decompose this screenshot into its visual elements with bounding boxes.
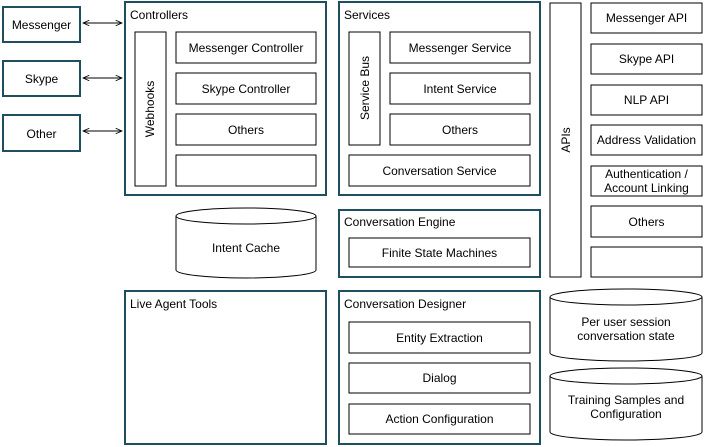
nlp-api: NLP API [624, 93, 669, 107]
intent-cache-cylinder: Intent Cache [175, 207, 317, 279]
conversation-designer-group: Conversation Designer Entity Extraction … [338, 290, 541, 445]
controllers-others: Others [228, 123, 264, 137]
text-line: Configuration [590, 407, 661, 421]
messenger-api: Messenger API [606, 11, 687, 25]
text-line: Account Linking [604, 181, 689, 195]
controllers-title: Controllers [130, 8, 188, 22]
webhooks-label: Webhooks [143, 81, 157, 137]
controllers-empty-slot [175, 154, 317, 187]
conversation-service: Conversation Service [382, 164, 496, 178]
apis-others: Others [628, 215, 664, 229]
skype-api: Skype API [619, 52, 674, 66]
conversation-designer-title: Conversation Designer [344, 297, 466, 311]
authentication-account-linking: Authentication /Account Linking [604, 167, 689, 195]
messenger-service: Messenger Service [409, 41, 512, 55]
apis-group: APIs Messenger API Skype API NLP API Add… [549, 2, 703, 278]
live-agent-tools-title: Live Agent Tools [130, 297, 217, 311]
dialog: Dialog [422, 371, 456, 385]
intent-cache-label: Intent Cache [212, 241, 280, 255]
finite-state-machines: Finite State Machines [382, 246, 497, 260]
channel-other: Other [2, 114, 81, 152]
intent-service: Intent Service [423, 82, 497, 96]
services-others: Others [442, 123, 478, 137]
text-line: Training Samples and [568, 393, 684, 407]
apis-bar [549, 2, 582, 278]
action-configuration: Action Configuration [385, 412, 493, 426]
address-validation: Address Validation [597, 133, 696, 147]
channel-other-label: Other [26, 127, 56, 141]
service-bus-bar [348, 31, 381, 146]
controllers-group: Controllers Webhooks Messenger Controlle… [124, 1, 327, 196]
channel-skype: Skype [2, 60, 81, 97]
text-line: Per user session [581, 315, 670, 329]
services-group: Services Service Bus Messenger Service I… [338, 1, 541, 196]
webhooks-bar [134, 31, 167, 187]
messenger-controller: Messenger Controller [189, 41, 304, 55]
service-bus-label: Service Bus [358, 56, 372, 120]
apis-empty-slot [590, 246, 703, 278]
skype-controller: Skype Controller [202, 82, 291, 96]
channel-messenger: Messenger [2, 6, 81, 43]
conversation-engine-group: Conversation Engine Finite State Machine… [338, 209, 541, 278]
services-title: Services [344, 8, 390, 22]
channel-messenger-label: Messenger [12, 18, 71, 32]
apis-label: APIs [559, 127, 573, 152]
live-agent-tools-group: Live Agent Tools [124, 290, 327, 445]
entity-extraction: Entity Extraction [396, 331, 483, 345]
conversation-engine-title: Conversation Engine [344, 215, 456, 229]
text-line: conversation state [577, 329, 675, 343]
channel-skype-label: Skype [25, 72, 59, 86]
text-line: Authentication / [605, 167, 688, 181]
